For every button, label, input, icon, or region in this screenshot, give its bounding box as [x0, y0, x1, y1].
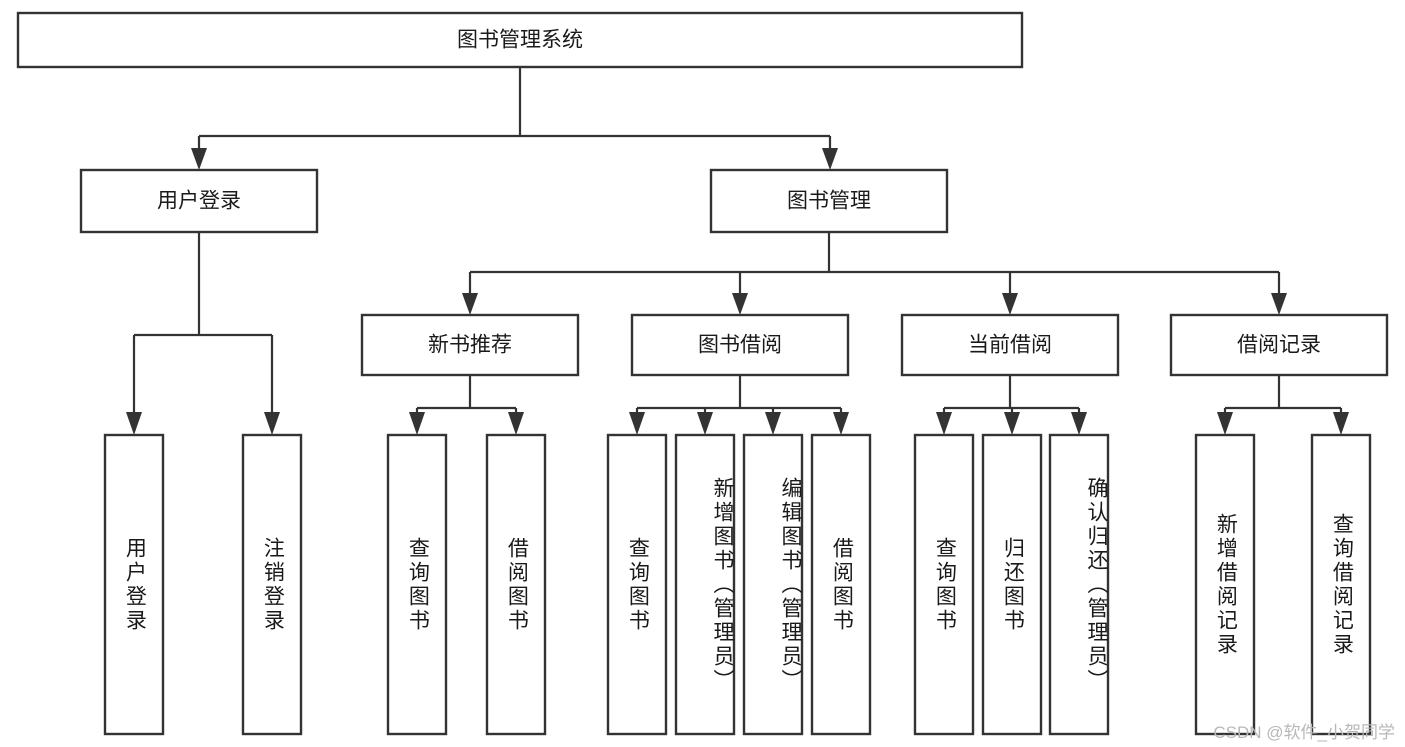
- arrow-to-leaf-add-book: [697, 412, 713, 435]
- arrow-to-leaf-edit-book: [765, 412, 781, 435]
- node-user-login[interactable]: 用户登录: [79, 168, 319, 234]
- leaf-box-query-record[interactable]: [1310, 433, 1372, 736]
- leaf-box-query-book-3[interactable]: [913, 433, 975, 736]
- node-book-borrow[interactable]: 图书借阅: [630, 313, 850, 377]
- borrow-record-box[interactable]: [1169, 313, 1389, 377]
- arrow-to-leaf-borrow-book-1: [508, 412, 524, 435]
- arrow-to-user-login: [191, 148, 207, 170]
- arrow-to-leaf-borrow-book-2: [833, 412, 849, 435]
- leaf-box-user-login[interactable]: [103, 433, 165, 736]
- arrow-to-leaf-query-record: [1333, 412, 1349, 435]
- edge-layer: [126, 67, 1349, 435]
- node-borrow-record[interactable]: 借阅记录: [1169, 313, 1389, 377]
- edge-bookborrow-to-leaves: [635, 375, 843, 420]
- edge-borrowrecord-to-leaves: [1223, 375, 1343, 420]
- arrow-to-leaf-return-book: [1004, 412, 1020, 435]
- book-management-box[interactable]: [709, 168, 949, 234]
- node-root-system[interactable]: 图书管理系统: [16, 11, 1024, 69]
- leaf-box-query-book-1[interactable]: [386, 433, 448, 736]
- arrow-to-borrow-record: [1271, 293, 1287, 315]
- leaf-box-return-book[interactable]: [981, 433, 1043, 736]
- leaf-box-logout[interactable]: [241, 433, 303, 736]
- csdn-watermark: CSDN @软件_小贺同学: [1213, 723, 1395, 742]
- leaf-box-edit-book[interactable]: [742, 433, 804, 736]
- book-management-label: 图书管理: [787, 190, 871, 213]
- arrow-to-book-manage: [822, 148, 838, 170]
- leaf-box-layer: [103, 433, 1372, 736]
- leaf-box-add-book[interactable]: [674, 433, 736, 736]
- arrow-to-leaf-add-record: [1217, 412, 1233, 435]
- arrow-to-leaf-logout: [264, 412, 280, 435]
- arrow-to-current-borrow: [1002, 293, 1018, 315]
- root-box[interactable]: [16, 11, 1024, 69]
- leaf-box-add-record[interactable]: [1194, 433, 1256, 736]
- arrow-to-leaf-query-book-3: [936, 412, 952, 435]
- arrow-to-leaf-user-login: [126, 412, 142, 435]
- book-borrow-box[interactable]: [630, 313, 850, 377]
- node-new-book-recommend[interactable]: 新书推荐: [360, 313, 580, 377]
- edge-bookmanage-to-bus: [468, 232, 1281, 300]
- arrow-to-leaf-query-book-2: [629, 412, 645, 435]
- current-borrow-box[interactable]: [900, 313, 1120, 377]
- new-book-recommend-label: 新书推荐: [428, 334, 512, 357]
- book-borrow-label: 图书借阅: [698, 334, 782, 357]
- node-current-borrow[interactable]: 当前借阅: [900, 313, 1120, 377]
- current-borrow-label: 当前借阅: [968, 334, 1052, 357]
- root-label: 图书管理系统: [457, 29, 583, 52]
- arrow-to-leaf-query-book-1: [409, 412, 425, 435]
- leaf-box-borrow-book-1[interactable]: [485, 433, 547, 736]
- arrow-to-leaf-confirm-return: [1071, 412, 1087, 435]
- arrow-to-new-book-rec: [462, 293, 478, 315]
- leaf-box-query-book-2[interactable]: [606, 433, 668, 736]
- edge-userlogin-to-leaves: [132, 232, 274, 420]
- leaf-box-borrow-book-2[interactable]: [810, 433, 872, 736]
- arrow-to-book-borrow: [732, 293, 748, 315]
- leaf-box-confirm-return[interactable]: [1048, 433, 1110, 736]
- borrow-record-label: 借阅记录: [1237, 334, 1321, 357]
- edge-root-to-bus: [197, 67, 832, 155]
- user-login-label: 用户登录: [157, 190, 241, 213]
- node-book-management[interactable]: 图书管理: [709, 168, 949, 234]
- edge-newbook-to-leaves: [415, 375, 518, 420]
- user-login-box[interactable]: [79, 168, 319, 234]
- new-book-recommend-box[interactable]: [360, 313, 580, 377]
